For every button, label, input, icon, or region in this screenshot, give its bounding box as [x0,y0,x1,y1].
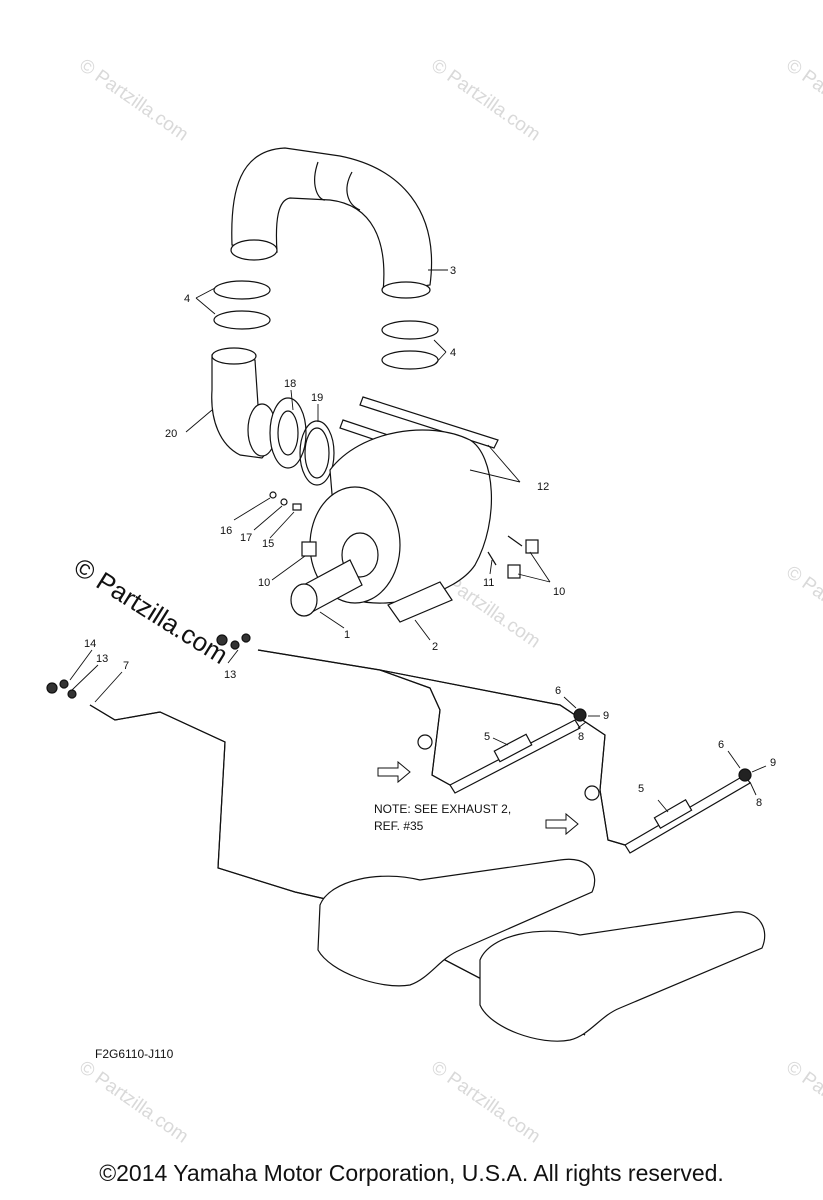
watermark-text: © Partzilla.com [782,55,823,146]
watermark-large: © Partzilla.com [69,552,233,670]
fitting-parts-6-8-9[interactable] [417,708,752,801]
watermark-text: © Partzilla.com [427,55,544,146]
callout-15: 15 [262,538,274,550]
callout-6: 6 [718,739,724,751]
exhaust-manifold-reference [317,858,766,1042]
watermark-text: © Partzilla.com [782,562,823,653]
muffler-part-1[interactable] [290,429,493,617]
callout-3: 3 [450,265,456,277]
watermark-text: © Partzilla.com [75,55,192,146]
bolt-part-11[interactable] [487,535,523,566]
nut-parts-13-14[interactable] [46,633,251,699]
callout-2: 2 [432,641,438,653]
callout-19: 19 [311,392,323,404]
callout-4: 4 [184,293,190,305]
elbow-joint-part-20[interactable] [211,347,277,459]
callout-14: 14 [84,638,96,650]
callout-5: 5 [484,731,490,743]
callout-9: 9 [603,710,609,722]
callout-5: 5 [638,783,644,795]
diagram-code: F2G6110-J110 [95,1047,174,1061]
callout-18: 18 [284,378,296,390]
callout-10: 10 [258,577,270,589]
reference-note: NOTE: SEE EXHAUST 2, REF. #35 [374,802,511,833]
callout-7: 7 [123,660,129,672]
clip-part-10[interactable] [301,539,539,579]
callout-8: 8 [578,731,584,743]
callout-1: 1 [344,629,350,641]
callout-13: 13 [224,669,236,681]
callout-13: 13 [96,653,108,665]
watermark-text: © Partzilla.com [427,1057,544,1148]
callout-4: 4 [450,347,456,359]
fastener-parts-15-16-17[interactable] [269,491,302,511]
callout-12: 12 [537,481,549,493]
callout-9: 9 [770,757,776,769]
exhaust-hose-part-3[interactable] [230,147,432,299]
copyright-notice: ©2014 Yamaha Motor Corporation, U.S.A. A… [99,1160,724,1186]
flex-hose-part-5[interactable] [449,719,751,854]
callout-6: 6 [555,685,561,697]
callout-16: 16 [220,525,232,537]
leader-lines [69,269,767,813]
note-arrows [377,760,579,836]
bracket-part-2[interactable] [387,581,453,623]
callout-20: 20 [165,428,177,440]
callout-10: 10 [553,586,565,598]
hose-clamp-part-4[interactable] [213,280,439,370]
callout-17: 17 [240,532,252,544]
ring-part-19[interactable] [299,420,335,486]
callout-labels: 1 2 3 4 4 5 5 6 6 7 8 8 9 9 10 10 11 12 … [84,265,776,809]
watermark-text: © Partzilla.com [782,1057,823,1148]
gasket-part-18[interactable] [269,397,307,469]
note-line-2: REF. #35 [374,819,424,833]
watermark-text: © Partzilla.com [75,1057,192,1148]
note-line-1: NOTE: SEE EXHAUST 2, [374,802,511,816]
callout-11: 11 [483,577,494,589]
callout-8: 8 [756,797,762,809]
